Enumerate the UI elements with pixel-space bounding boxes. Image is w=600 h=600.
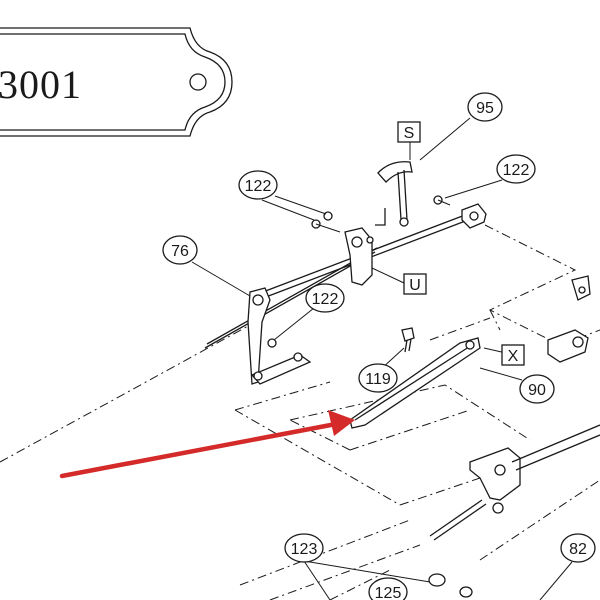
- balloon-90: 90: [519, 374, 555, 404]
- balloon-122-middle: 122: [305, 283, 345, 313]
- reference-box-x: X: [501, 344, 525, 366]
- lever-assembly: [311, 161, 487, 286]
- part-number-123: 123: [291, 541, 318, 558]
- balloon-123: 123: [284, 533, 324, 563]
- part-number-76: 76: [171, 243, 189, 260]
- part-number-119: 119: [365, 371, 391, 388]
- red-pointer-arrow: [59, 410, 355, 479]
- balloon-122-top-right: 122: [496, 154, 536, 184]
- part-number-122: 122: [245, 178, 272, 195]
- part-number-125: 125: [375, 585, 402, 600]
- plate-title: 3001: [0, 62, 82, 107]
- balloon-82: 82: [560, 533, 596, 563]
- part-number-122: 122: [503, 162, 530, 179]
- reference-letter-x: X: [508, 348, 519, 365]
- reference-letter-u: U: [409, 277, 421, 294]
- balloon-76: 76: [162, 235, 198, 265]
- leader-lines: [191, 117, 573, 600]
- reference-letter-s: S: [404, 125, 415, 142]
- reference-box-u: U: [403, 273, 427, 295]
- part-number-95: 95: [476, 100, 494, 117]
- part-number-90: 90: [528, 382, 546, 399]
- balloon-95: 95: [467, 92, 503, 122]
- title-plate: 3001: [0, 27, 233, 137]
- reference-box-s: S: [397, 121, 421, 143]
- lower-mechanism: [428, 275, 600, 598]
- balloon-125: 125: [368, 577, 408, 600]
- balloon-119: 119: [358, 363, 398, 393]
- balloon-122-top-left: 122: [238, 170, 278, 200]
- rod-assembly: [204, 214, 469, 385]
- part-number-82: 82: [569, 541, 587, 558]
- part-number-122: 122: [312, 291, 339, 308]
